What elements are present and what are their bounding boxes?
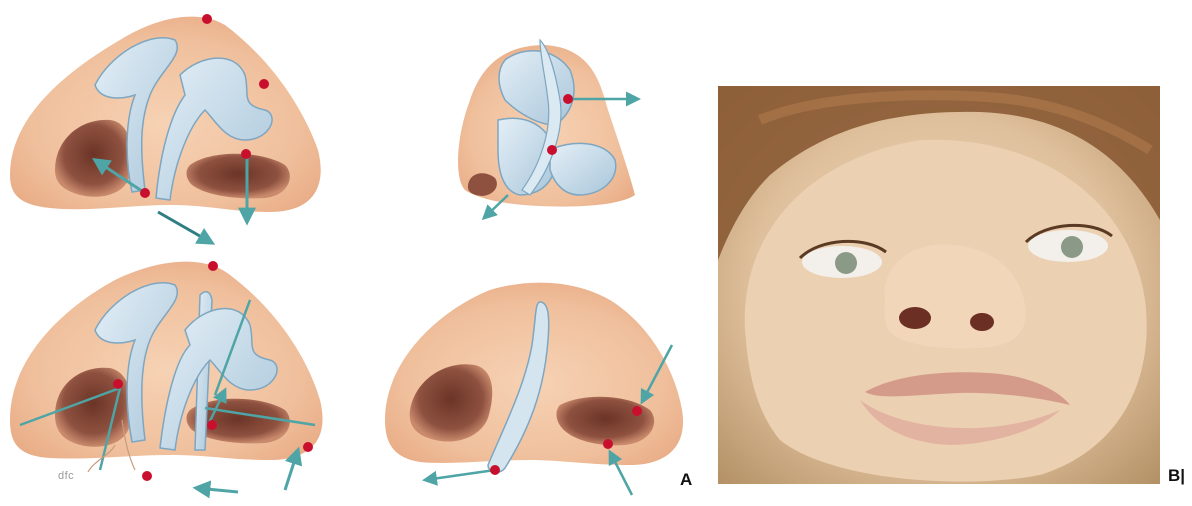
suture-point-marker	[202, 14, 212, 24]
panel-label-b: B|	[1168, 466, 1185, 486]
suture-point-marker	[207, 420, 217, 430]
suture-point-marker	[140, 188, 150, 198]
right-iris	[1061, 236, 1083, 258]
right-nostril	[970, 313, 994, 331]
direction-arrow	[425, 470, 495, 480]
diagram-top-left	[10, 14, 321, 243]
suture-point-marker	[547, 145, 557, 155]
suture-point-marker	[241, 149, 251, 159]
left-iris	[835, 252, 857, 274]
suture-point-marker	[632, 406, 642, 416]
patient-photo	[718, 86, 1160, 484]
artist-signature: dfc	[58, 470, 74, 482]
direction-arrow	[158, 212, 212, 243]
suture-point-marker	[563, 94, 573, 104]
suture-point-marker	[113, 379, 123, 389]
suture-point-marker	[603, 439, 613, 449]
suture-point-marker	[259, 79, 269, 89]
suture-point-marker	[142, 471, 152, 481]
direction-arrow	[196, 488, 238, 492]
panel-label-a: A	[680, 470, 692, 490]
diagram-bottom-center	[385, 283, 683, 495]
suture-point-marker	[303, 442, 313, 452]
diagram-bottom-left	[10, 261, 323, 492]
diagram-top-center	[458, 40, 638, 218]
left-nostril	[899, 307, 931, 329]
suture-point-marker	[490, 465, 500, 475]
suture-point-marker	[208, 261, 218, 271]
